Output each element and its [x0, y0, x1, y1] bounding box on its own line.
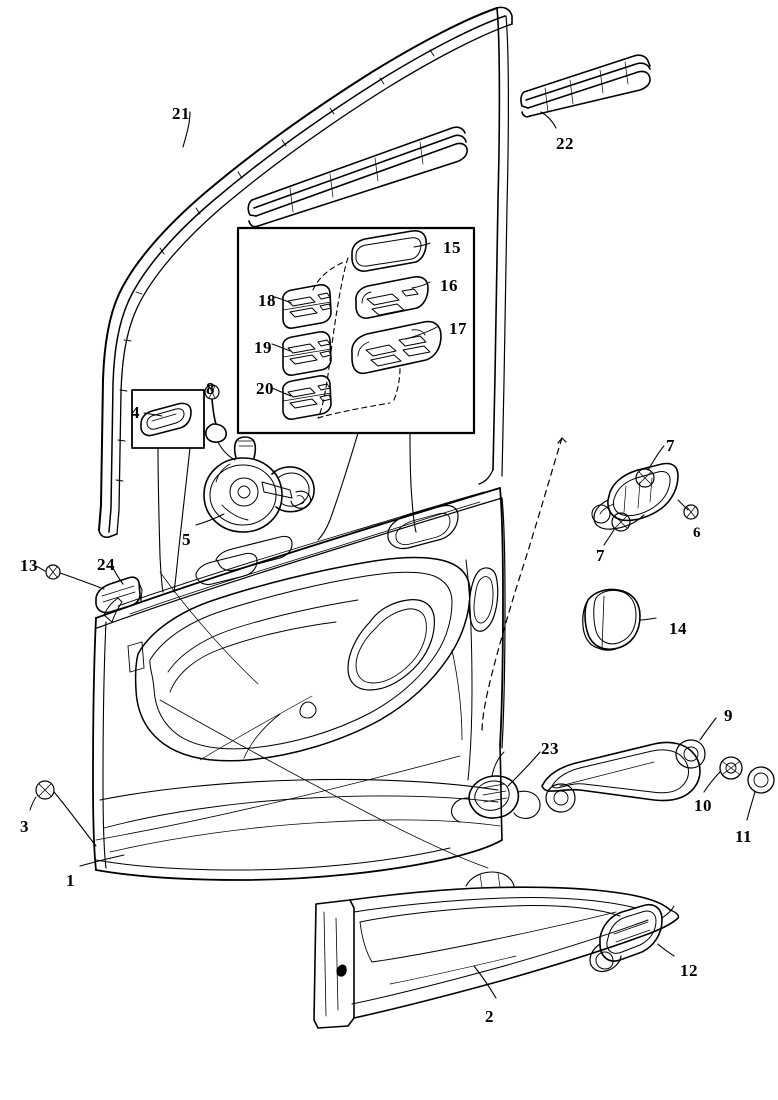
- callout-13: 13: [20, 556, 38, 575]
- callout-3: 3: [20, 817, 29, 836]
- armrest-support-washer-art: [677, 499, 699, 520]
- switch-detail-inset-box: [236, 226, 476, 435]
- callout-16: 16: [440, 276, 458, 295]
- door-trim-panel-art: [92, 487, 506, 881]
- callout-22: 22: [556, 134, 574, 153]
- callout-17: 17: [449, 319, 467, 338]
- door-frame-weatherstrip-art: [98, 6, 513, 539]
- lock-switch-art: [282, 375, 332, 420]
- callout-7-upper: 7: [666, 436, 675, 455]
- callout-6: 6: [693, 525, 701, 541]
- bushing-art: [703, 756, 743, 793]
- retainer-clip-art: [204, 384, 236, 461]
- switch-bezel-blank-art: [351, 230, 427, 272]
- callout-11: 11: [735, 827, 753, 846]
- callout-1: 1: [66, 871, 75, 890]
- callout-19: 19: [254, 338, 272, 357]
- armrest-support-bracket-art: [591, 462, 679, 530]
- callout-4: 4: [131, 403, 140, 422]
- lower-trim-molding-art: [313, 871, 680, 1029]
- door-latch-release-rod-art: [589, 904, 675, 973]
- screw-armrest-upper-art: [635, 445, 665, 488]
- callout-24: 24: [97, 555, 115, 574]
- callout-18: 18: [258, 291, 276, 310]
- screw-upper-left-art: [45, 564, 105, 590]
- callout-20: 20: [256, 379, 274, 398]
- callout-14: 14: [669, 619, 687, 638]
- callout-15: 15: [443, 238, 461, 257]
- callout-8: 8: [206, 379, 215, 398]
- callout-21: 21: [172, 104, 190, 123]
- inside-handle-mechanism-art: [450, 751, 541, 823]
- master-switch-bezel-art: [351, 320, 442, 375]
- switch-bezel-two-gang-art: [355, 276, 429, 319]
- window-switch-double-art: [282, 331, 332, 376]
- window-regulator-motor-art: [203, 436, 315, 533]
- speaker-grille-cover-art: [582, 588, 641, 651]
- upper-retainer-clip-strip-art: [95, 576, 143, 614]
- callout-2: 2: [485, 1007, 494, 1026]
- window-switch-single-art: [282, 284, 332, 329]
- callout-7-lower: 7: [596, 546, 605, 565]
- screw-armrest-lower-art: [603, 512, 631, 546]
- callout-10: 10: [694, 796, 712, 815]
- belt-line-molding-inner-art: [247, 126, 468, 228]
- callout-12: 12: [680, 961, 698, 980]
- callout-23: 23: [541, 739, 559, 758]
- pull-handle-strap-art: [541, 739, 706, 813]
- callout-5: 5: [182, 530, 191, 549]
- screw-lower-left-art: [35, 780, 97, 847]
- callout-9: 9: [724, 706, 733, 725]
- cap-plug-art: [746, 766, 775, 821]
- bezel-detail-inset-box: [131, 389, 205, 449]
- belt-line-molding-art: [520, 54, 651, 118]
- switch-bezel-insert-art: [140, 402, 192, 437]
